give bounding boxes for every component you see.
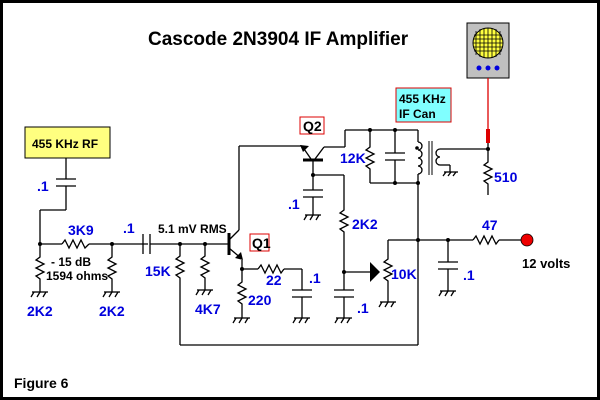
attenuator-db-label: - 15 dB xyxy=(51,255,91,269)
if-transformer xyxy=(415,130,488,183)
r-series-label: 3K9 xyxy=(68,222,94,238)
diagram-title: Cascode 2N3904 IF Amplifier xyxy=(148,29,409,50)
if-can-line1: 455 KHz xyxy=(399,92,446,106)
c-pot-label: .1 xyxy=(357,300,369,316)
r-bias-bottom-4k7 xyxy=(199,244,211,290)
r-series-3k9 xyxy=(61,238,90,250)
r-shunt-left xyxy=(34,244,46,292)
r-emitter-220 xyxy=(236,269,248,318)
attenuator-ohms-label: 1594 ohms xyxy=(46,269,108,283)
rf-source-label: 455 KHz RF xyxy=(32,137,98,151)
r-bias-bottom-label: 4K7 xyxy=(195,301,221,317)
r-load-12k xyxy=(364,130,376,183)
r-output-510 xyxy=(482,143,494,195)
r-q2-base-2k2 xyxy=(338,175,350,272)
r-output-label: 510 xyxy=(494,169,518,185)
probe-tip xyxy=(486,129,490,143)
oscilloscope-icon xyxy=(466,22,510,79)
circuit-diagram: Cascode 2N3904 IF Amplifier 455 KHz RF .… xyxy=(14,22,570,391)
pot-wiper-arrow xyxy=(370,262,380,282)
r-load-label: 12K xyxy=(340,150,366,166)
r-shunt-right xyxy=(106,244,118,292)
c-couple-label: .1 xyxy=(123,220,135,236)
c-in-label: .1 xyxy=(37,178,49,194)
r-emitter-label: 220 xyxy=(248,292,272,308)
r-shunt-left-label: 2K2 xyxy=(27,303,53,319)
supply-terminal xyxy=(520,233,534,247)
q2-label: Q2 xyxy=(303,118,322,134)
r-q2-base-label: 2K2 xyxy=(352,216,378,232)
c-supply-label: .1 xyxy=(463,267,475,283)
c-q2-base-label: .1 xyxy=(288,196,300,212)
transistor-q1 xyxy=(227,146,243,260)
pot-label: 10K xyxy=(391,266,417,282)
signal-level-label: 5.1 mV RMS xyxy=(158,222,227,236)
r-shunt-right-label: 2K2 xyxy=(99,303,125,319)
supply-label: 12 volts xyxy=(522,256,570,271)
if-can-line2: IF Can xyxy=(399,107,436,121)
rf-source-box: 455 KHz RF xyxy=(24,126,111,159)
r-emitter-series-22 xyxy=(257,263,285,275)
q1-label: Q1 xyxy=(252,235,271,251)
pot-10k xyxy=(382,240,394,302)
r-bias-top-15k xyxy=(174,244,186,345)
c-emitter-label: .1 xyxy=(309,270,321,286)
figure-label: Figure 6 xyxy=(14,375,69,391)
r-emitter-series-label: 22 xyxy=(266,272,282,288)
r-supply-47 xyxy=(472,234,500,246)
r-supply-label: 47 xyxy=(482,217,498,233)
r-bias-top-label: 15K xyxy=(145,263,171,279)
if-can-box: 455 KHz IF Can xyxy=(395,87,452,123)
